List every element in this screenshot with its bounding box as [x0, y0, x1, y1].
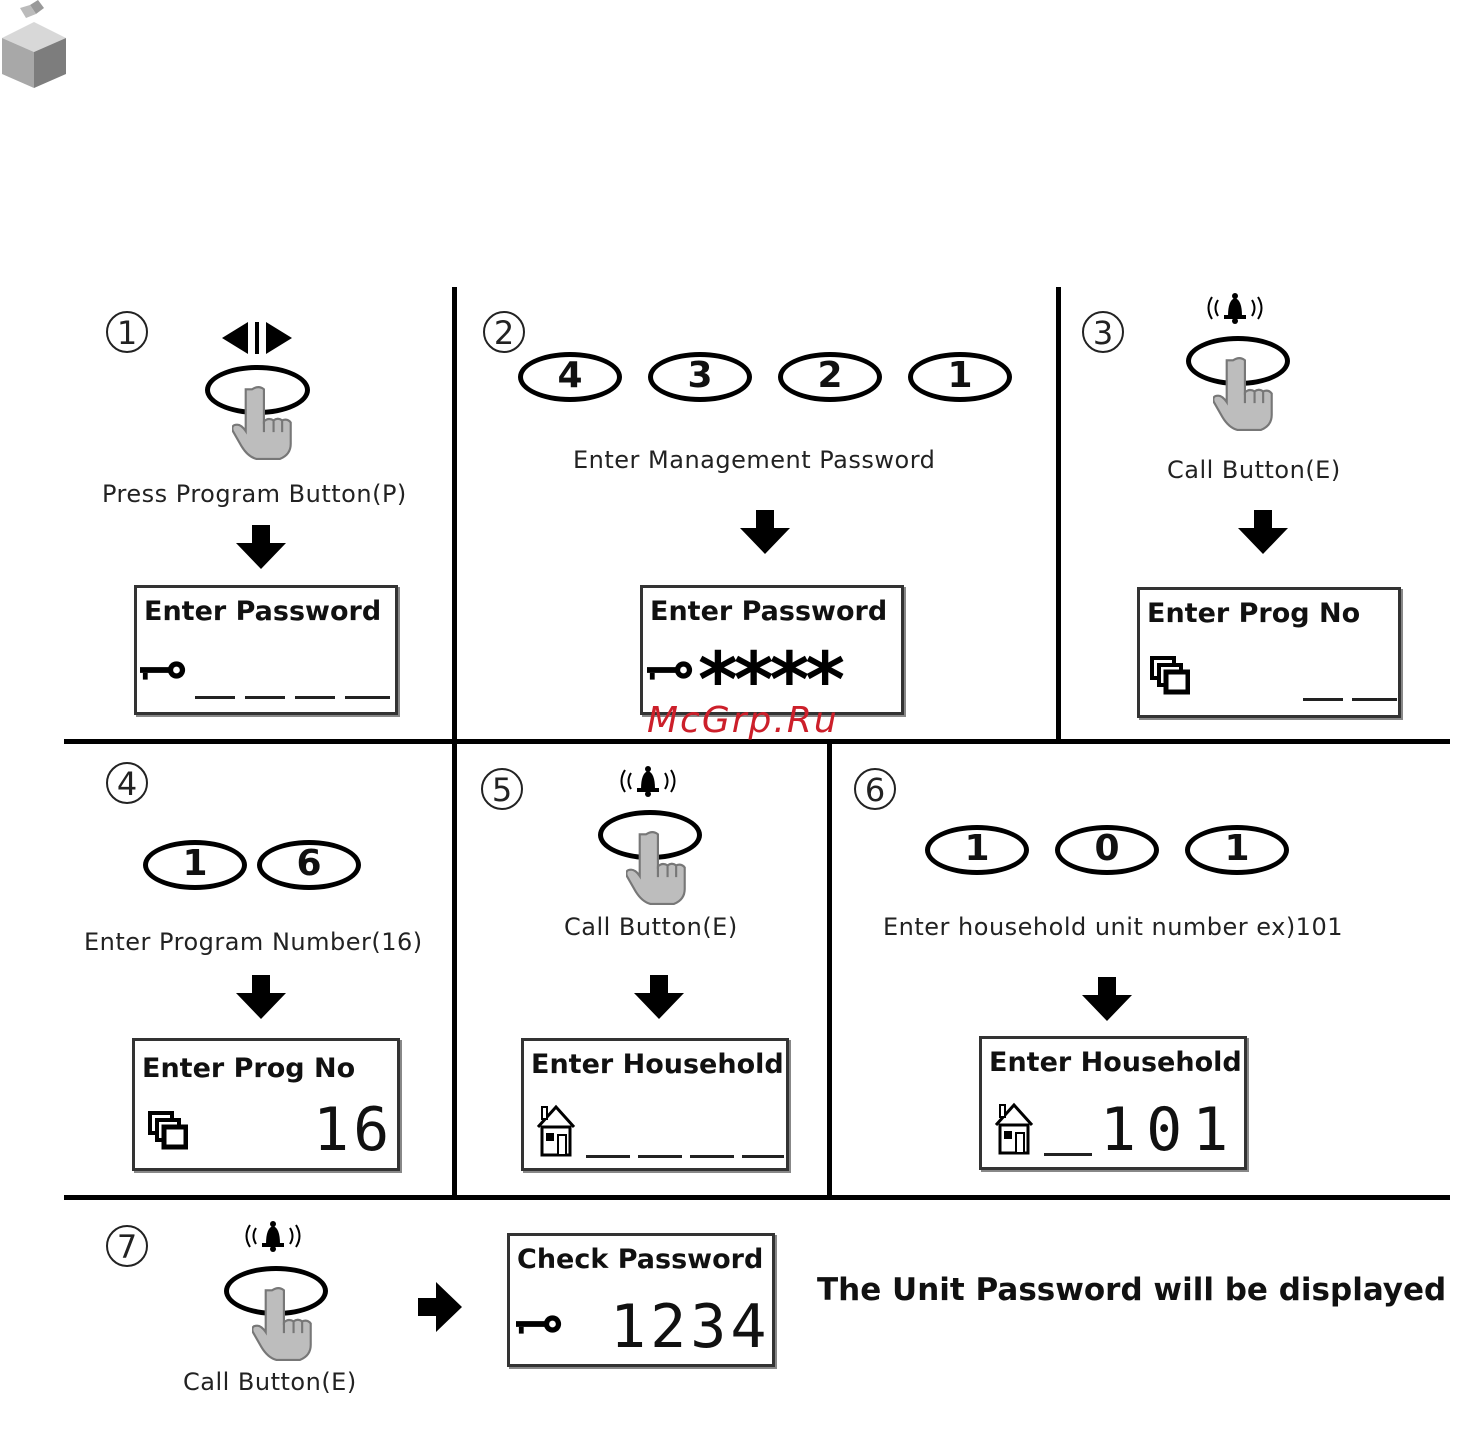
screen-title: Check Password	[517, 1244, 764, 1275]
input-blank	[345, 696, 390, 699]
step-caption: Enter household unit number ex)101	[883, 913, 1343, 941]
keypad-button[interactable]: 1	[1185, 825, 1289, 875]
screen-value: 101	[1100, 1095, 1239, 1165]
keypad-button[interactable]: 6	[257, 840, 361, 890]
input-blank	[1044, 1153, 1092, 1156]
input-blank	[1352, 698, 1397, 701]
divider	[64, 739, 1450, 744]
step-number: 6	[854, 768, 896, 810]
step-number: 4	[106, 762, 148, 804]
house-icon	[534, 1103, 578, 1157]
key-icon	[647, 658, 695, 682]
pointing-hand-icon	[232, 385, 298, 460]
input-blank	[586, 1155, 630, 1158]
keypad-button[interactable]: 2	[778, 352, 882, 402]
input-blank	[1303, 698, 1343, 701]
down-arrow-icon	[1238, 510, 1288, 554]
step-caption: Enter Program Number(16)	[84, 928, 423, 956]
screen-title: Enter Password	[144, 596, 382, 627]
lcd-screen: Enter Prog No 16	[132, 1038, 400, 1171]
key-icon	[516, 1312, 564, 1336]
step-number: 1	[106, 311, 148, 353]
screen-title: Enter Prog No	[1147, 598, 1361, 629]
house-icon	[992, 1101, 1036, 1155]
divider	[1056, 287, 1061, 742]
left-right-arrows-icon	[222, 322, 292, 354]
screen-title: Enter Prog No	[142, 1053, 356, 1084]
down-arrow-icon	[1082, 977, 1132, 1021]
input-blank	[690, 1155, 734, 1158]
bell-icon	[1200, 290, 1270, 326]
divider	[452, 742, 457, 1197]
pointing-hand-icon	[252, 1286, 318, 1361]
input-blank	[295, 696, 335, 699]
stacked-windows-icon	[148, 1111, 188, 1151]
lcd-screen: Enter Password	[134, 585, 398, 715]
keypad-button[interactable]: 3	[648, 352, 752, 402]
cube-logo-icon	[2, 0, 66, 88]
lcd-screen: Enter Household	[521, 1038, 789, 1171]
bell-icon	[613, 763, 683, 799]
bell-icon	[238, 1218, 308, 1254]
step-number: 7	[106, 1225, 148, 1267]
screen-value: 1234	[610, 1292, 771, 1362]
watermark: McGrp.Ru	[647, 700, 839, 741]
screen-title: Enter Household	[531, 1049, 784, 1080]
divider	[64, 1195, 1450, 1200]
step-caption: Call Button(E)	[183, 1368, 357, 1396]
stacked-windows-icon	[1150, 656, 1190, 696]
pointing-hand-icon	[1213, 356, 1279, 431]
down-arrow-icon	[236, 975, 286, 1019]
divider	[827, 742, 832, 1197]
input-blank	[638, 1155, 682, 1158]
result-text: The Unit Password will be displayed	[817, 1272, 1447, 1308]
screen-title: Enter Household	[989, 1047, 1242, 1078]
step-number: 3	[1082, 311, 1124, 353]
screen-value: 16	[313, 1095, 394, 1165]
masked-password: ****	[698, 635, 845, 724]
pointing-hand-icon	[626, 830, 692, 905]
down-arrow-icon	[740, 510, 790, 554]
right-arrow-icon	[418, 1282, 462, 1332]
lcd-screen: Enter Household 101	[979, 1036, 1247, 1170]
step-caption: Call Button(E)	[564, 913, 738, 941]
lcd-screen: Enter Password	[640, 585, 904, 715]
divider	[452, 287, 457, 742]
input-blank	[245, 696, 285, 699]
keypad-button[interactable]: 1	[143, 840, 247, 890]
keypad-button[interactable]: 4	[518, 352, 622, 402]
step-number: 2	[483, 311, 525, 353]
step-number: 5	[481, 768, 523, 810]
keypad-button[interactable]: 1	[925, 825, 1029, 875]
input-blank	[195, 696, 235, 699]
step-caption: Press Program Button(P)	[102, 480, 407, 508]
keypad-button[interactable]: 0	[1055, 825, 1159, 875]
lcd-screen: Enter Prog No	[1137, 587, 1401, 718]
screen-title: Enter Password	[650, 596, 888, 627]
keypad-button[interactable]: 1	[908, 352, 1012, 402]
step-caption: Enter Management Password	[573, 446, 936, 474]
key-icon	[140, 658, 188, 682]
down-arrow-icon	[634, 975, 684, 1019]
lcd-screen: Check Password 1234	[507, 1233, 775, 1367]
input-blank	[742, 1155, 784, 1158]
step-caption: Call Button(E)	[1167, 456, 1341, 484]
down-arrow-icon	[236, 525, 286, 569]
